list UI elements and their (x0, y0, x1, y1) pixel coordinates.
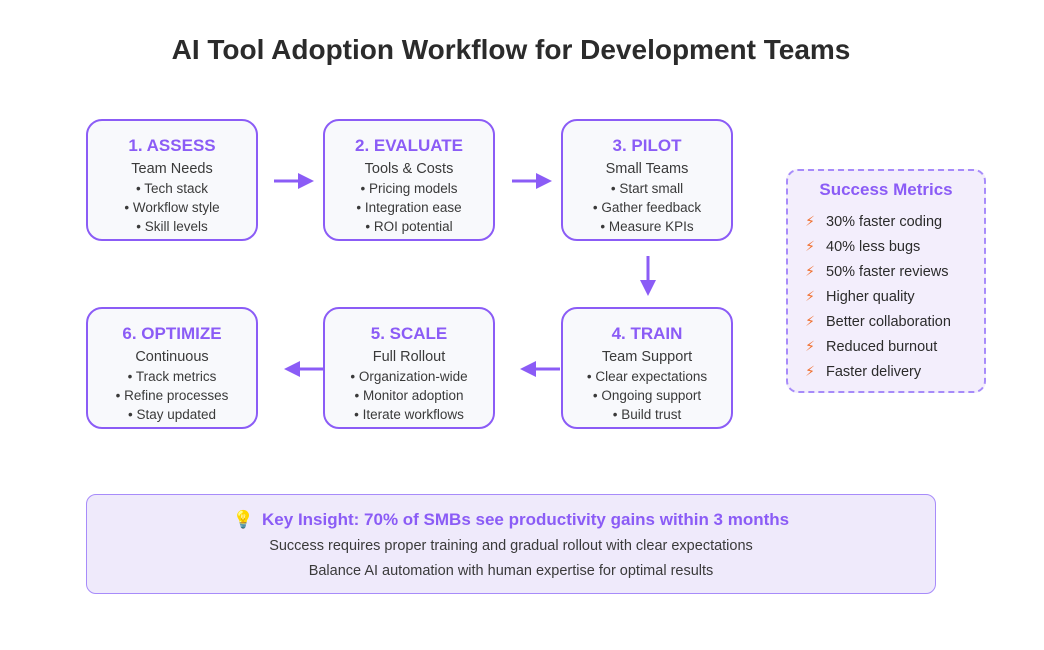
step-title: 6. OPTIMIZE (122, 324, 222, 343)
step-assess: 1. ASSESS Team Needs • Tech stack • Work… (86, 119, 258, 241)
step-title: 3. PILOT (612, 136, 682, 155)
step-items: • Clear expectations • Ongoing support •… (563, 367, 731, 424)
metric-item: ⚡ Better collaboration (802, 309, 984, 334)
step-subtitle: Full Rollout (372, 349, 446, 365)
arrow-left-icon (284, 361, 324, 377)
step-subtitle: Continuous (135, 349, 209, 365)
step-item: • Stay updated (127, 407, 217, 422)
metric-item: ⚡ Higher quality (802, 284, 984, 309)
metric-item: ⚡ Faster delivery (802, 359, 984, 384)
arrow-left-icon (520, 361, 560, 377)
lightning-bolt-icon: ⚡ (805, 263, 815, 279)
arrow-right-icon (512, 173, 552, 189)
step-item: • Pricing models (360, 181, 458, 196)
metric-label: Higher quality (826, 288, 915, 305)
step-item: • Skill levels (136, 219, 208, 234)
metric-item: ⚡ 40% less bugs (802, 234, 984, 259)
step-item: • Clear expectations (586, 369, 708, 384)
lightning-bolt-icon: ⚡ (805, 363, 815, 379)
step-item: • Tech stack (135, 181, 208, 196)
step-subtitle: Tools & Costs (364, 161, 454, 177)
step-scale: 5. SCALE Full Rollout • Organization-wid… (323, 307, 495, 429)
step-subtitle: Small Teams (605, 161, 689, 177)
step-item: • Organization-wide (350, 369, 468, 384)
step-title: 4. TRAIN (611, 324, 683, 343)
metric-item: ⚡ Reduced burnout (802, 334, 984, 359)
step-item: • Gather feedback (592, 200, 702, 215)
light-bulb-icon: 💡 (232, 510, 255, 529)
arrow-down-icon (640, 256, 656, 296)
step-title: 5. SCALE (370, 324, 448, 343)
metrics-title: Success Metrics (819, 180, 953, 199)
step-item: • Iterate workflows (354, 407, 464, 422)
step-items: • Track metrics • Refine processes • Sta… (88, 367, 256, 424)
step-item: • Refine processes (115, 388, 229, 403)
step-train: 4. TRAIN Team Support • Clear expectatio… (561, 307, 733, 429)
arrow-right-icon (274, 173, 314, 189)
step-title: 2. EVALUATE (355, 136, 463, 155)
metric-label: Faster delivery (826, 363, 922, 380)
step-items: • Pricing models • Integration ease • RO… (325, 179, 493, 236)
step-item: • Workflow style (124, 200, 220, 215)
metric-item: ⚡ 50% faster reviews (802, 259, 984, 284)
step-item: • Start small (610, 181, 684, 196)
metric-label: 30% faster coding (826, 213, 943, 230)
step-item: • Build trust (612, 407, 682, 422)
step-optimize: 6. OPTIMIZE Continuous • Track metrics •… (86, 307, 258, 429)
step-title: 1. ASSESS (128, 136, 216, 155)
metric-label: 50% faster reviews (826, 263, 949, 280)
metrics-list: ⚡ 30% faster coding ⚡ 40% less bugs ⚡ 50% f… (788, 209, 984, 384)
step-items: • Tech stack • Workflow style • Skill le… (88, 179, 256, 236)
lightning-bolt-icon: ⚡ (805, 288, 815, 304)
metric-item: ⚡ 30% faster coding (802, 209, 984, 234)
page-title: AI Tool Adoption Workflow for Developmen… (171, 34, 851, 65)
lightning-bolt-icon: ⚡ (805, 238, 815, 254)
lightning-bolt-icon: ⚡ (805, 313, 815, 329)
success-metrics-panel: Success Metrics ⚡ 30% faster coding ⚡ 40% … (786, 169, 986, 393)
step-item: • Measure KPIs (600, 219, 694, 234)
step-items: • Organization-wide • Monitor adoption •… (325, 367, 493, 424)
lightning-bolt-icon: ⚡ (805, 213, 815, 229)
step-items: • Start small • Gather feedback • Measur… (563, 179, 731, 236)
step-subtitle: Team Needs (131, 161, 213, 177)
metric-label: Better collaboration (826, 313, 951, 330)
step-item: • Ongoing support (592, 388, 702, 403)
insight-line: Balance AI automation with human experti… (308, 563, 714, 579)
step-evaluate: 2. EVALUATE Tools & Costs • Pricing mode… (323, 119, 495, 241)
step-item: • Integration ease (356, 200, 462, 215)
metric-label: Reduced burnout (826, 338, 938, 355)
step-item: • Track metrics (127, 369, 217, 384)
lightning-bolt-icon: ⚡ (805, 338, 815, 354)
insight-line: Success requires proper training and gra… (269, 538, 753, 554)
metric-label: 40% less bugs (826, 238, 921, 255)
step-pilot: 3. PILOT Small Teams • Start small • Gat… (561, 119, 733, 241)
step-subtitle: Team Support (601, 349, 693, 365)
key-insight-panel: 💡 Key Insight: 70% of SMBs see productivi… (86, 494, 936, 594)
insight-headline: Key Insight: 70% of SMBs see productivit… (262, 510, 790, 529)
step-item: • Monitor adoption (354, 388, 464, 403)
step-item: • ROI potential (365, 219, 453, 234)
insight-headline-row: 💡 Key Insight: 70% of SMBs see productivi… (87, 509, 935, 531)
